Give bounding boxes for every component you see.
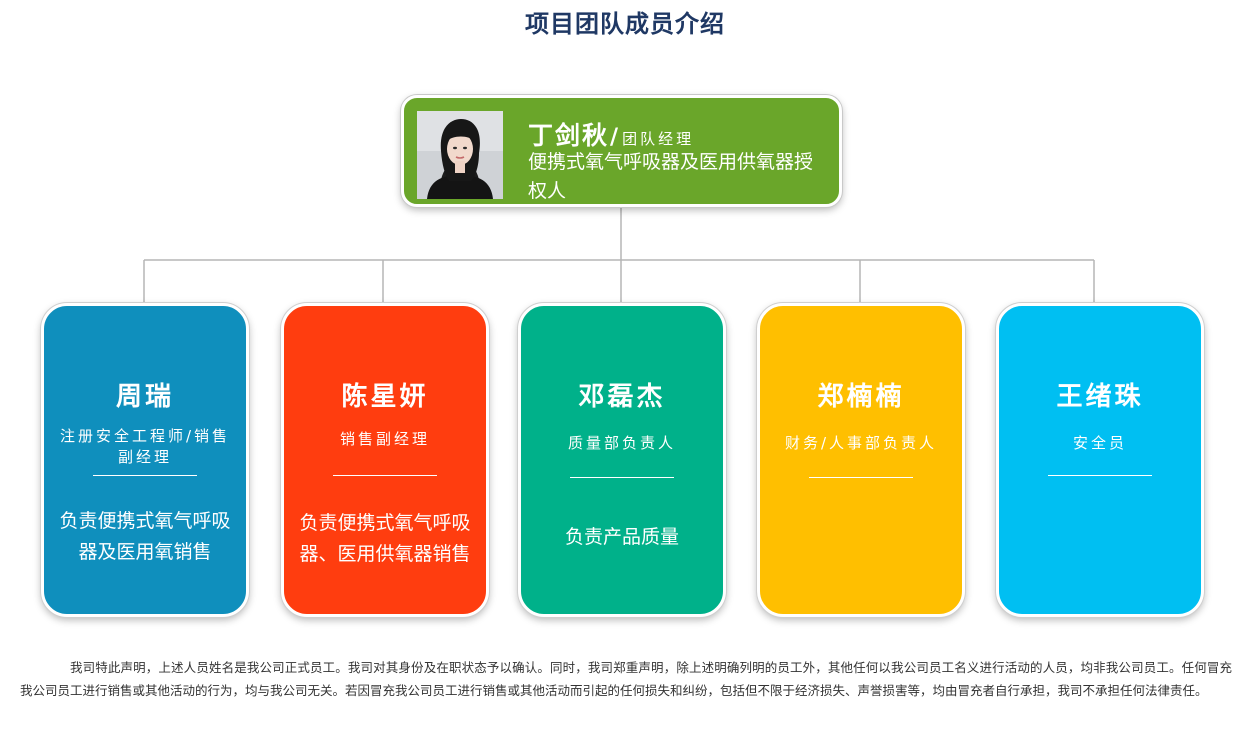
member-divider [93,475,197,476]
disclaimer-text: 我司特此声明，上述人员姓名是我公司正式员工。我司对其身份及在职状态予以确认。同时… [20,660,1232,698]
member-card-1: 周瑞 注册安全工程师/销售副经理 负责便携式氧气呼吸器及医用氧销售 [41,303,249,617]
member-divider [1048,475,1152,476]
member-divider [570,477,674,478]
leader-name: 丁剑秋 [528,121,610,150]
member-name: 陈星妍 [341,382,429,412]
member-name: 周瑞 [115,382,174,412]
page-title: 项目团队成员介绍 [525,10,725,38]
member-duty: 负责便携式氧气呼吸器、医用供氧器销售 [299,512,471,565]
leader-card: 丁剑秋/团队经理 便携式氧气呼吸器及医用供氧器授权人 [401,95,842,207]
member-role: 质量部负责人 [567,434,676,452]
member-duty: 负责便携式氧气呼吸器及医用氧销售 [59,510,231,563]
leader-role: 团队经理 [622,130,695,148]
member-role: 注册安全工程师/销售副经理 [59,427,231,466]
leader-title-line: 丁剑秋/团队经理 [528,116,694,152]
member-card-5: 王绪珠 安全员 [996,303,1204,617]
member-duty: 负责产品质量 [564,526,679,548]
member-divider [809,477,913,478]
member-role: 财务/人事部负责人 [784,434,938,452]
member-role: 安全员 [1072,434,1127,452]
leader-avatar [417,111,503,199]
member-name: 郑楠楠 [817,382,905,412]
member-card-3: 邓磊杰 质量部负责人 负责产品质量 [518,303,726,617]
member-name: 邓磊杰 [578,382,666,412]
leader-description: 便携式氧气呼吸器及医用供氧器授权人 [528,151,814,202]
leader-slash: / [610,125,619,150]
member-card-4: 郑楠楠 财务/人事部负责人 [757,303,965,617]
member-role: 销售副经理 [339,430,430,448]
member-card-2: 陈星妍 销售副经理 负责便携式氧气呼吸器、医用供氧器销售 [281,303,489,617]
member-divider [333,475,437,476]
member-name: 王绪珠 [1056,382,1144,412]
